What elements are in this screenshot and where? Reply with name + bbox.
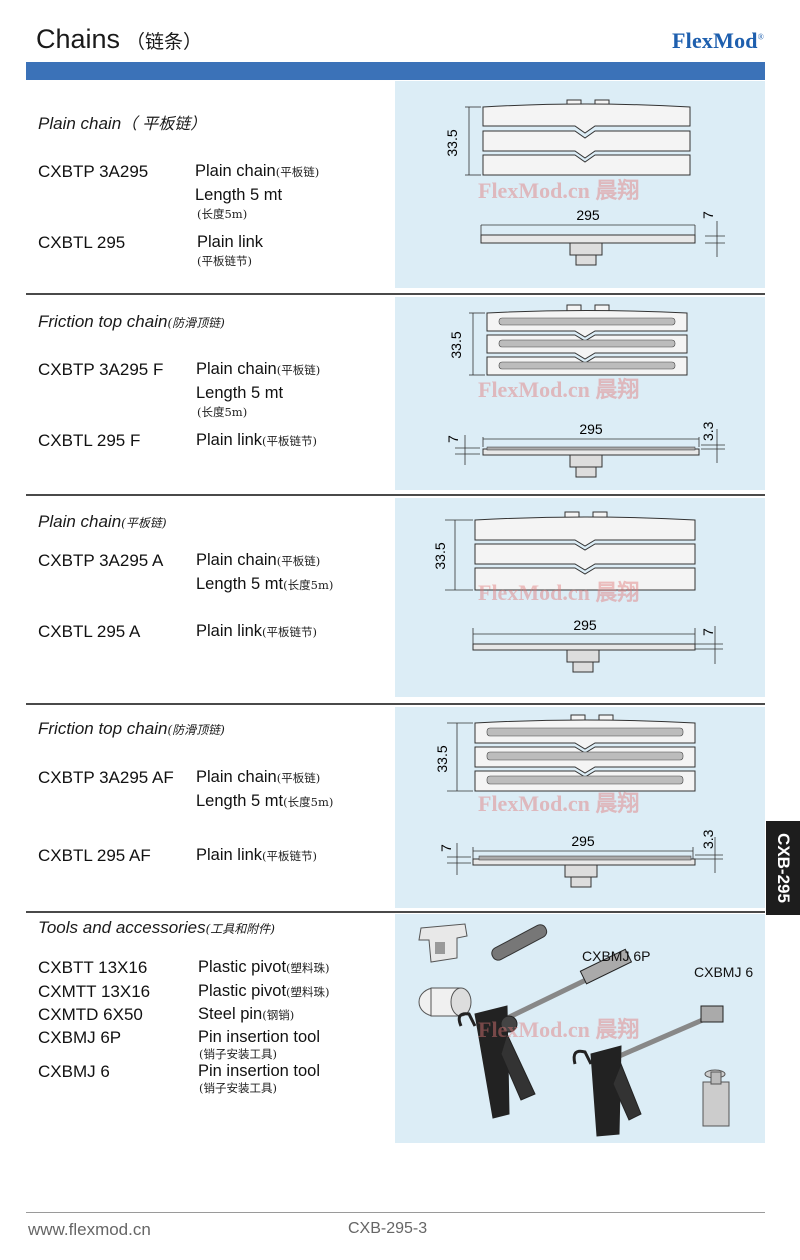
product-desc: Plain link(平板链节) xyxy=(196,622,318,640)
side-tab: CXB-295 xyxy=(766,821,800,915)
section-title: Friction top chain(防滑顶链) xyxy=(38,719,225,738)
steel-pin-image xyxy=(491,924,548,961)
product-desc-cn: (销子安装工具) xyxy=(199,1047,277,1061)
friction-chain-af-diagram: 33.5 295 7 3.3 xyxy=(434,714,723,888)
section-divider xyxy=(26,703,765,705)
dim-height: 33.5 xyxy=(444,129,460,156)
product-desc: Steel pin(钢销) xyxy=(198,1005,295,1023)
product-code: CXBTP 3A295 F xyxy=(38,360,164,379)
diagram-panel-2: 33.5 295 7 3.3 xyxy=(395,297,765,490)
dim-width: 295 xyxy=(576,207,600,223)
product-code: CXBTT 13X16 xyxy=(38,958,148,977)
product-code: CXBTL 295 xyxy=(38,233,126,252)
product-desc: Plain chain(平板链) xyxy=(196,360,321,378)
dim-height: 33.5 xyxy=(432,542,448,569)
product-length: Length 5 mt(长度5m) xyxy=(196,792,334,810)
product-code: CXBTP 3A295 xyxy=(38,162,149,181)
product-desc: Plain link(平板链节) xyxy=(196,846,318,864)
page-title: Chains（链条） xyxy=(36,24,203,54)
dim-thick: 7 xyxy=(700,211,716,219)
tool-label: CXBMJ 6P xyxy=(582,948,651,964)
product-code: CXBTL 295 F xyxy=(38,431,141,450)
product-length-cn: (长度5m) xyxy=(197,207,248,221)
product-code: CXBTP 3A295 AF xyxy=(38,768,174,787)
section-title: Plain chain（ 平板链） xyxy=(38,114,207,133)
plain-chain-diagram: 33.5 295 7 xyxy=(444,99,725,266)
product-desc: Pin insertion tool xyxy=(198,1028,320,1046)
dim-thick: 7 xyxy=(438,844,454,852)
product-desc: Plain chain(平板链) xyxy=(196,551,321,569)
header-bar xyxy=(26,62,765,80)
product-desc: Plain chain(平板链) xyxy=(196,768,321,786)
pivot-roller-image xyxy=(418,987,472,1017)
tool-label: CXBMJ 6 xyxy=(694,964,754,980)
product-code: CXBMJ 6P xyxy=(38,1028,122,1047)
product-length: Length 5 mt(长度5m) xyxy=(196,575,334,593)
product-desc: Plain link(平板链节) xyxy=(196,431,318,449)
product-code: CXBMJ 6 xyxy=(38,1062,110,1081)
product-desc: Plain chain(平板链) xyxy=(195,162,320,180)
product-desc-cn: (平板链节) xyxy=(197,254,252,268)
dim-width: 295 xyxy=(579,421,603,437)
dim-height: 33.5 xyxy=(434,745,450,772)
diagram-panel-4: 33.5 295 7 3.3 xyxy=(395,707,765,908)
product-code: CXBTL 295 AF xyxy=(38,846,151,865)
dim-height: 33.5 xyxy=(448,331,464,358)
product-code: CXBTL 295 A xyxy=(38,622,141,641)
footer-divider xyxy=(26,1212,765,1213)
section-title: Tools and accessories(工具和附件) xyxy=(38,918,275,937)
insertion-tool-6-image xyxy=(572,1005,724,1137)
dim-thick: 7 xyxy=(700,628,716,636)
section-divider xyxy=(26,494,765,496)
footer-page-number: CXB-295-3 xyxy=(348,1220,428,1237)
diagram-panel-3: 33.5 295 7 xyxy=(395,498,765,697)
lubricant-bottle-image xyxy=(702,1069,730,1127)
product-desc: Plain link xyxy=(197,233,264,251)
section-divider xyxy=(26,911,765,913)
plain-chain-a-diagram: 33.5 295 7 xyxy=(432,511,723,673)
product-desc: Plastic pivot(塑料珠) xyxy=(198,958,330,976)
product-length: Length 5 mt xyxy=(195,186,283,204)
product-desc-cn: (销子安装工具) xyxy=(199,1081,277,1095)
product-code: CXMTT 13X16 xyxy=(38,982,151,1001)
diagram-panel-1: 33.5 295 7 xyxy=(395,81,765,288)
product-code: CXBTP 3A295 A xyxy=(38,551,164,570)
dim-top: 3.3 xyxy=(700,421,716,441)
product-length: Length 5 mt xyxy=(196,384,284,402)
product-desc: Pin insertion tool xyxy=(198,1062,320,1080)
dim-top: 3.3 xyxy=(700,829,716,849)
dim-width: 295 xyxy=(571,833,595,849)
brand-logo: FlexMod® xyxy=(672,28,764,53)
footer-url: www.flexmod.cn xyxy=(28,1220,151,1239)
accessories-panel xyxy=(395,914,765,1143)
dim-thick: 7 xyxy=(445,435,461,443)
product-code: CXMTD 6X50 xyxy=(38,1005,143,1024)
tools-illustration xyxy=(418,923,730,1137)
page-title-cn: （链条） xyxy=(126,31,203,53)
section-divider xyxy=(26,293,765,295)
product-length-cn: (长度5m) xyxy=(197,405,248,419)
insertion-tool-6p-image xyxy=(457,948,633,1119)
plastic-pivot-image xyxy=(418,923,468,963)
section-title: Plain chain(平板链) xyxy=(38,512,167,531)
section-title: Friction top chain(防滑顶链) xyxy=(38,312,225,331)
friction-chain-diagram: 33.5 295 7 3.3 xyxy=(445,304,725,478)
dim-width: 295 xyxy=(573,617,597,633)
product-desc: Plastic pivot(塑料珠) xyxy=(198,982,330,1000)
